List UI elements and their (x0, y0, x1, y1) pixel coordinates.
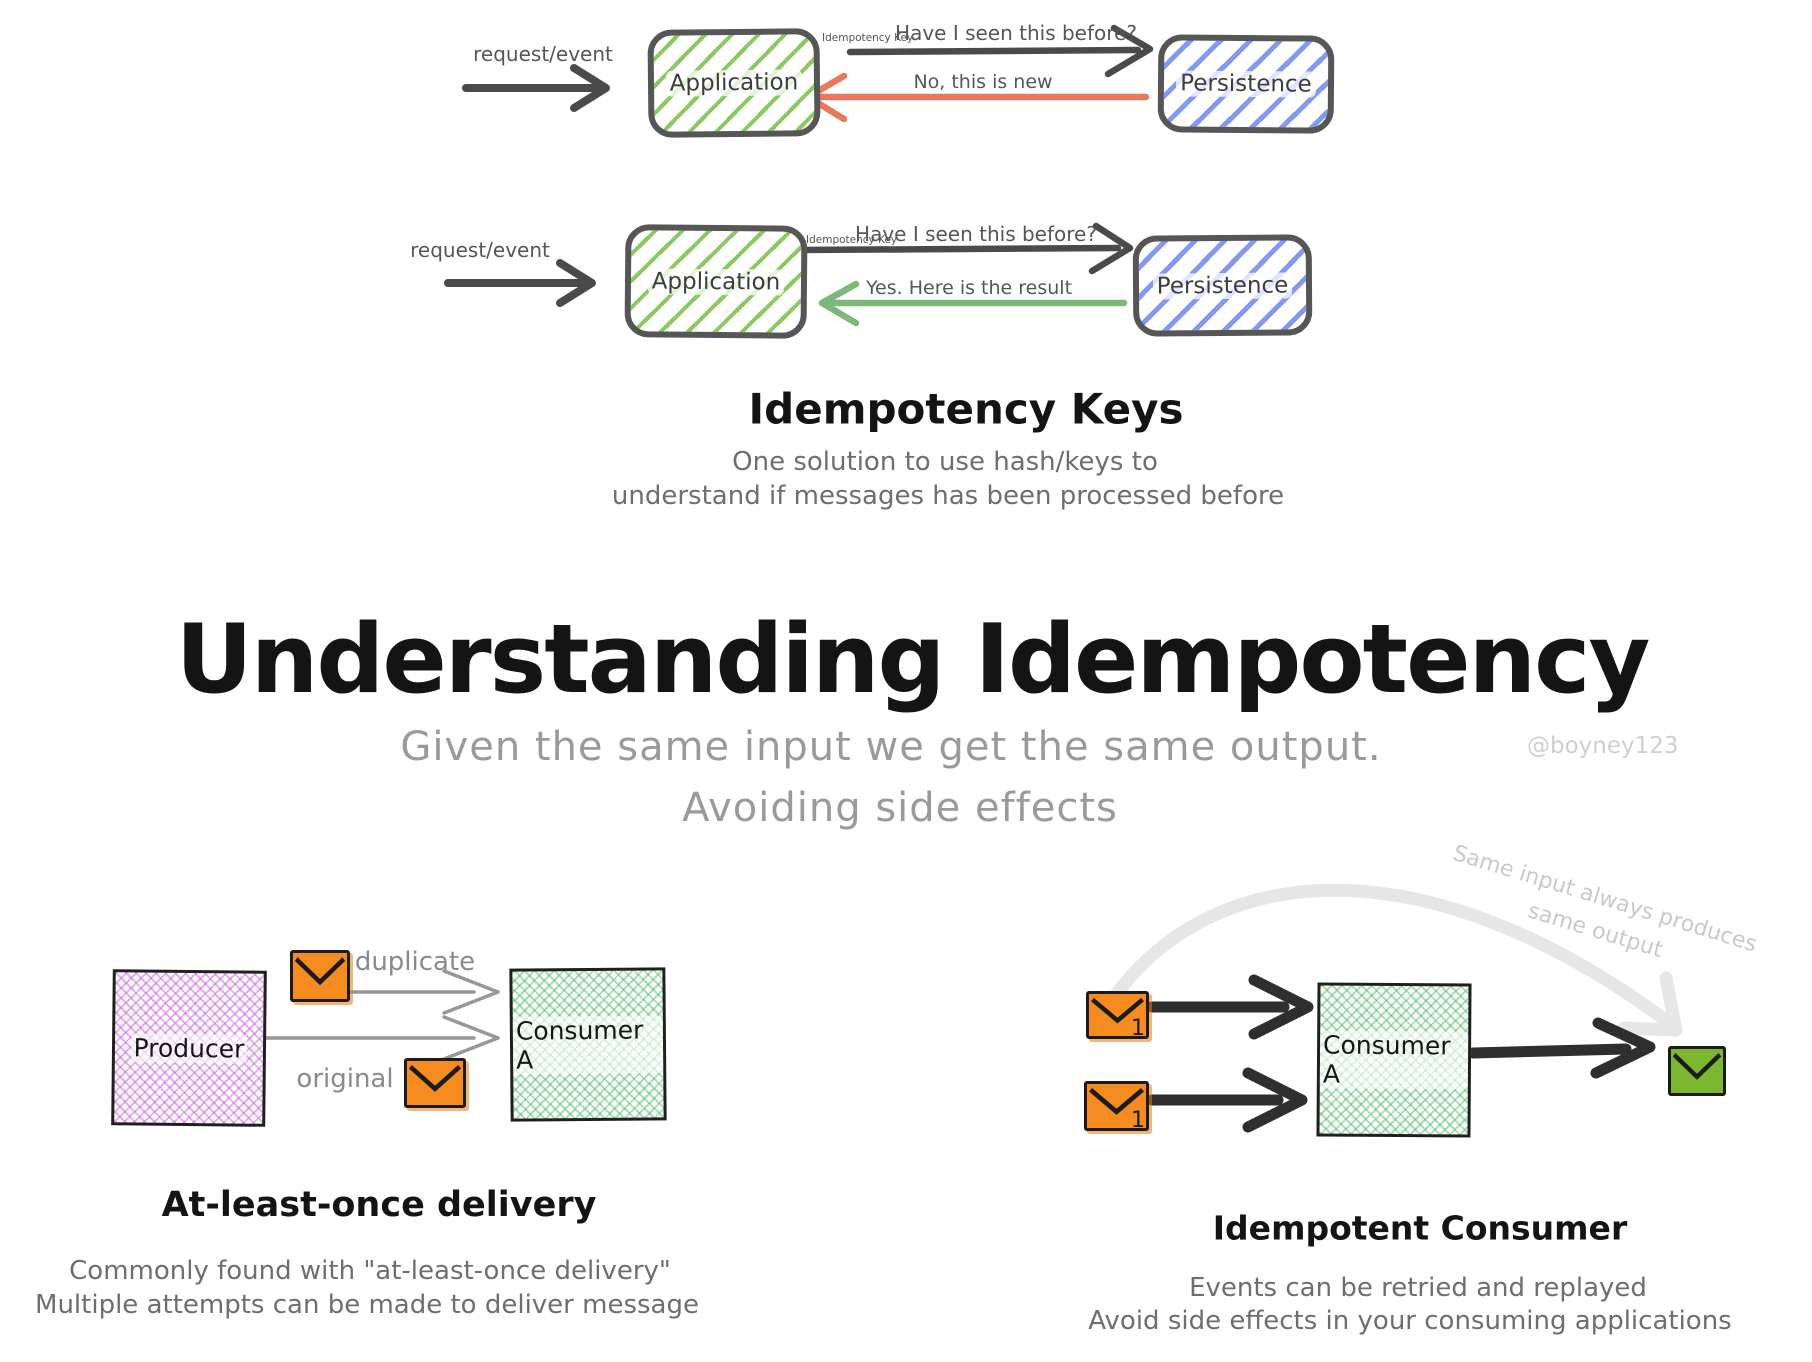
envelope-flap-icon (408, 1065, 462, 1092)
idempotent-consumer-desc-line1: Events can be retried and replayed (1189, 1273, 1647, 1303)
envelope-flap-icon (1672, 1053, 1722, 1080)
idempotency-keys-desc-line2: understand if messages has been processe… (611, 481, 1285, 511)
message1-arrow (1146, 974, 1314, 1040)
original-envelope-icon (404, 1058, 466, 1108)
output-envelope-icon (1668, 1046, 1726, 1096)
flow2-persistence-label: Persistence (1152, 272, 1293, 299)
original-label: original (296, 1064, 394, 1094)
flow1-application-label: Application (665, 69, 803, 97)
flow1-application-box: Application (647, 28, 821, 138)
flow2-application-label: Application (647, 267, 785, 296)
flow2-question-label: Have I seen this before? (855, 222, 1097, 246)
delivery-desc-line2: Multiple attempts can be made to deliver… (35, 1290, 699, 1320)
original-arrow (258, 1015, 500, 1061)
message1-badge: 1 (1131, 1016, 1145, 1041)
flow2-application-box: Application (624, 224, 808, 339)
flow1-question-label: Have I seen this before? (895, 21, 1137, 45)
flow2-persistence-box: Persistence (1132, 234, 1313, 337)
flow1-answer-label: No, this is new (913, 71, 1053, 93)
flow2-answer-label: Yes. Here is the result (865, 277, 1073, 299)
page-subtitle-line1: Given the same input we get the same out… (400, 724, 1382, 770)
message2-arrow (1146, 1067, 1308, 1133)
consumer-output-arrow (1467, 1017, 1656, 1079)
message1-envelope-icon: 1 (1086, 991, 1149, 1041)
envelope-flap-icon (1090, 997, 1145, 1024)
page-subtitle-line2: Avoiding side effects (682, 785, 1118, 831)
producer-box: Producer (111, 969, 267, 1127)
idempotency-keys-title: Idempotency Keys (748, 384, 1184, 434)
page-title: Understanding Idempotency (175, 605, 1651, 715)
duplicate-envelope-icon (290, 950, 350, 1002)
message2-envelope-icon: 1 (1084, 1081, 1149, 1133)
delivery-consumer-label: Consumer A (512, 1014, 664, 1075)
message2-badge: 1 (1131, 1108, 1145, 1133)
idempotent-consumer-desc-line2: Avoid side effects in your consuming app… (1088, 1306, 1732, 1336)
producer-label: Producer (130, 1032, 248, 1064)
flow1-idempotency-key-label: Idempotency Key (822, 32, 914, 44)
envelope-flap-icon (294, 957, 346, 986)
idempotency-keys-desc-line1: One solution to use hash/keys to (732, 447, 1158, 477)
delivery-desc-line1: Commonly found with "at-least-once deliv… (69, 1256, 671, 1286)
idempotent-consumer-box: Consumer A (1316, 982, 1472, 1138)
flow2-request-arrow (444, 259, 596, 307)
delivery-title: At-least-once delivery (161, 1185, 597, 1225)
author-handle: @boyney123 (1527, 733, 1679, 759)
flow1-persistence-label: Persistence (1176, 70, 1316, 98)
idempotent-consumer-title: Idempotent Consumer (1212, 1208, 1628, 1248)
flow1-request-event-label: request/event (473, 42, 613, 66)
idempotent-consumer-label: Consumer A (1319, 1030, 1469, 1090)
flow1-persistence-box: Persistence (1157, 34, 1335, 134)
flow2-request-event-label: request/event (410, 238, 550, 262)
same-output-note: Same input always produces same output (1439, 837, 1761, 993)
duplicate-label: duplicate (354, 947, 476, 977)
flow2-idempotency-key-label: Idempotency Key (806, 234, 898, 246)
delivery-consumer-box: Consumer A (509, 967, 667, 1122)
flow1-request-arrow (462, 64, 610, 112)
envelope-flap-icon (1088, 1088, 1145, 1115)
